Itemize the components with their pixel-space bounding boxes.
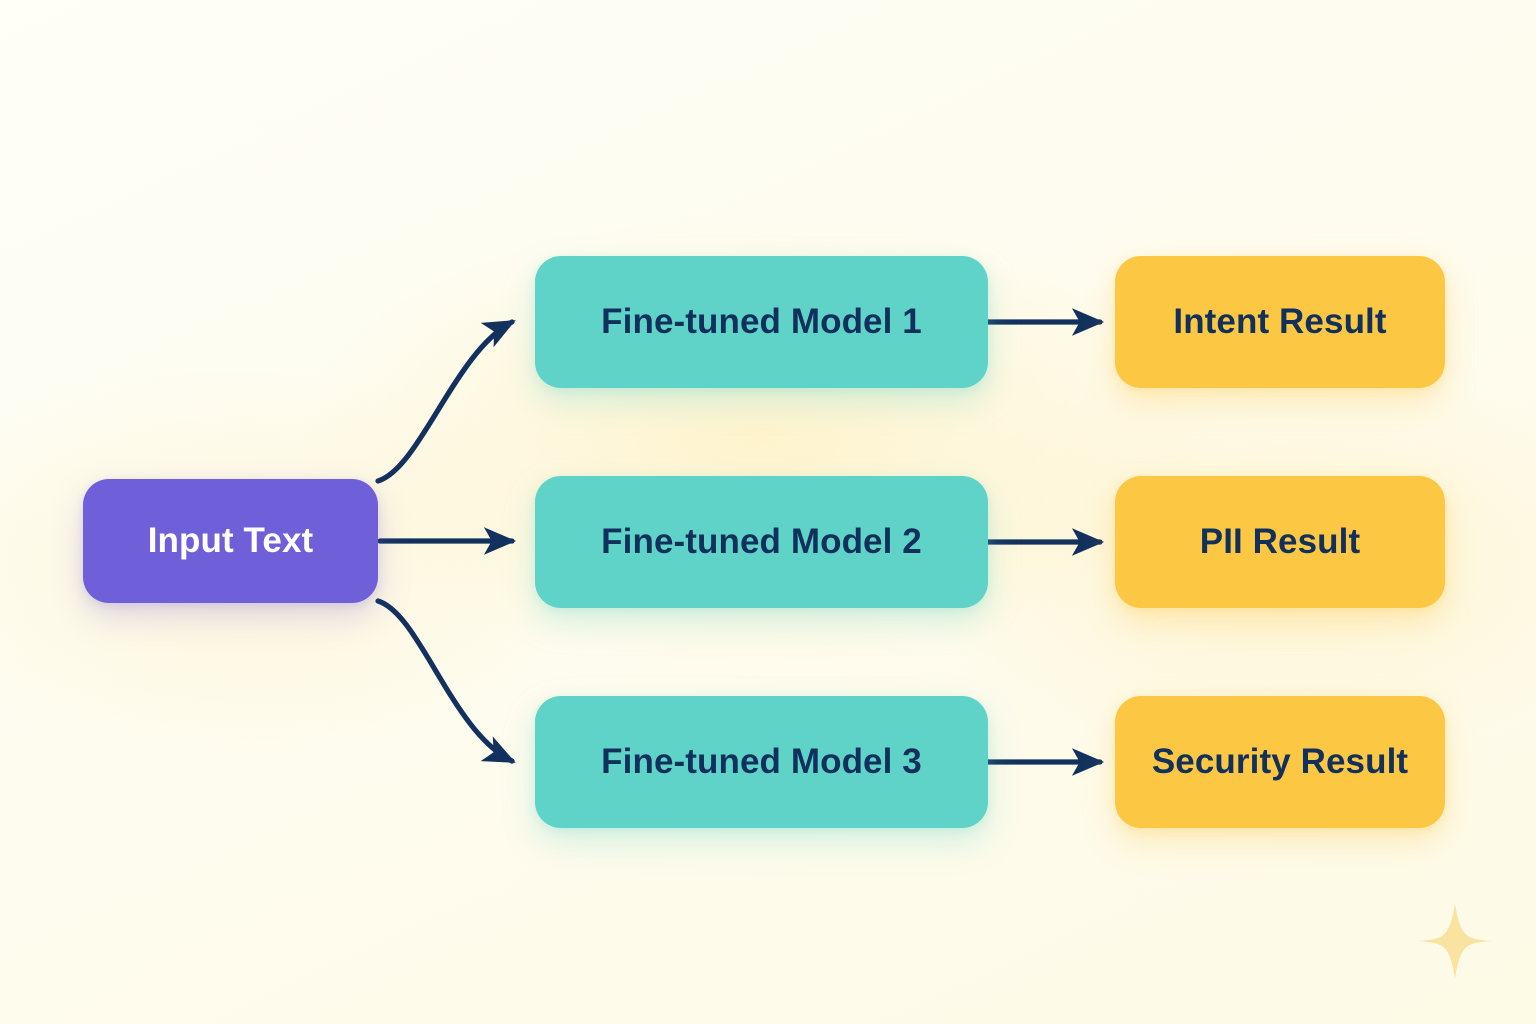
node-fine-tuned-model-3-label: Fine-tuned Model 3: [601, 741, 922, 781]
connector-input-to-model-3: [375, 598, 516, 764]
node-fine-tuned-model-2-label: Fine-tuned Model 2: [601, 521, 922, 561]
node-input-text[interactable]: Input Text: [83, 479, 378, 603]
node-security-result[interactable]: Security Result: [1115, 696, 1445, 828]
node-fine-tuned-model-3[interactable]: Fine-tuned Model 3: [535, 696, 988, 828]
node-fine-tuned-model-1-label: Fine-tuned Model 1: [601, 301, 922, 341]
node-pii-result[interactable]: PII Result: [1115, 476, 1445, 608]
node-security-result-label: Security Result: [1151, 741, 1409, 781]
node-pii-result-label: PII Result: [1199, 521, 1361, 561]
node-fine-tuned-model-1[interactable]: Fine-tuned Model 1: [535, 256, 988, 388]
node-fine-tuned-model-2[interactable]: Fine-tuned Model 2: [535, 476, 988, 608]
sparkle-icon: [1417, 903, 1493, 979]
node-intent-result-label: Intent Result: [1173, 301, 1387, 341]
connector-input-to-model-1: [375, 319, 516, 484]
node-input-text-label: Input Text: [147, 520, 314, 560]
node-intent-result[interactable]: Intent Result: [1115, 256, 1445, 388]
